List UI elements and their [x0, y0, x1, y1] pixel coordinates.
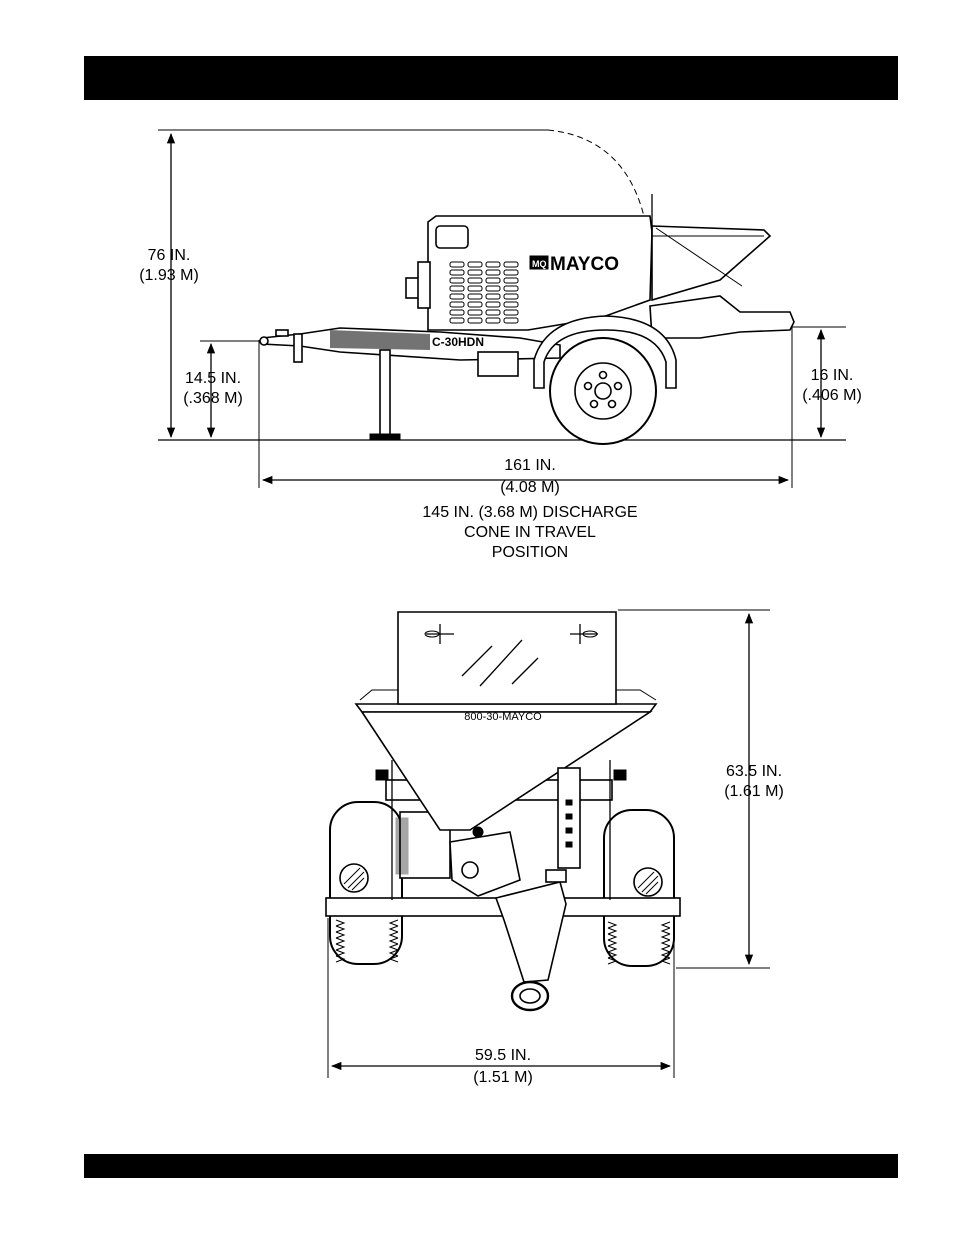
length-note-line3: POSITION	[492, 544, 568, 561]
brand-name: MAYCO	[550, 254, 619, 275]
pump-bolt	[462, 862, 478, 878]
width-label-in: 59.5 IN.	[475, 1047, 531, 1064]
discharge-pipe	[650, 296, 794, 338]
left-bracket	[376, 770, 388, 780]
discharge-outlet-inner	[520, 989, 540, 1003]
length-label-in: 161 IN.	[504, 457, 556, 474]
hitch-label-m: (.368 M)	[183, 390, 243, 407]
hitch-coupler	[260, 337, 268, 345]
hopper-phone-text: 800-30-MAYCO	[464, 711, 542, 723]
hitch-label-in: 14.5 IN.	[185, 370, 241, 387]
length-note-line2: CONE IN TRAVEL	[464, 524, 596, 541]
right-bracket	[614, 770, 626, 780]
hopper-lid-swing-arc	[548, 130, 646, 225]
discharge-cone	[496, 882, 566, 982]
front-height-label-m: (1.61 M)	[724, 783, 784, 800]
side-wheel-hub	[595, 383, 611, 399]
housing-window	[436, 226, 468, 248]
length-note-line1: 145 IN. (3.68 M) DISCHARGE	[422, 504, 637, 521]
jack-foot	[370, 434, 400, 439]
width-label-m: (1.51 M)	[473, 1069, 533, 1086]
height-label-m: (1.93 M)	[139, 267, 199, 284]
hitch-plate	[294, 334, 302, 362]
discharge-label-m: (.406 M)	[802, 387, 862, 404]
jack-stand	[380, 350, 390, 436]
axle-box	[478, 352, 518, 376]
cone-clamp	[546, 870, 566, 882]
brand-badge-text: MQ	[532, 259, 547, 269]
hitch-latch	[276, 330, 288, 336]
engine-shadow	[396, 818, 408, 874]
side-view: MQ MAYCO C-30HDN	[158, 130, 846, 488]
front-view: 800-30-MAYCO	[326, 610, 770, 1078]
height-label-in: 76 IN.	[148, 247, 191, 264]
hopper-screen	[398, 612, 616, 704]
length-label-m: (4.08 M)	[500, 479, 560, 496]
model-label: C-30HDN	[432, 335, 484, 349]
engine-side-panel	[418, 262, 430, 308]
pump-housing	[450, 832, 520, 896]
discharge-label-in: 16 IN.	[811, 367, 854, 384]
hopper-drain	[473, 827, 483, 837]
front-height-label-in: 63.5 IN.	[726, 763, 782, 780]
